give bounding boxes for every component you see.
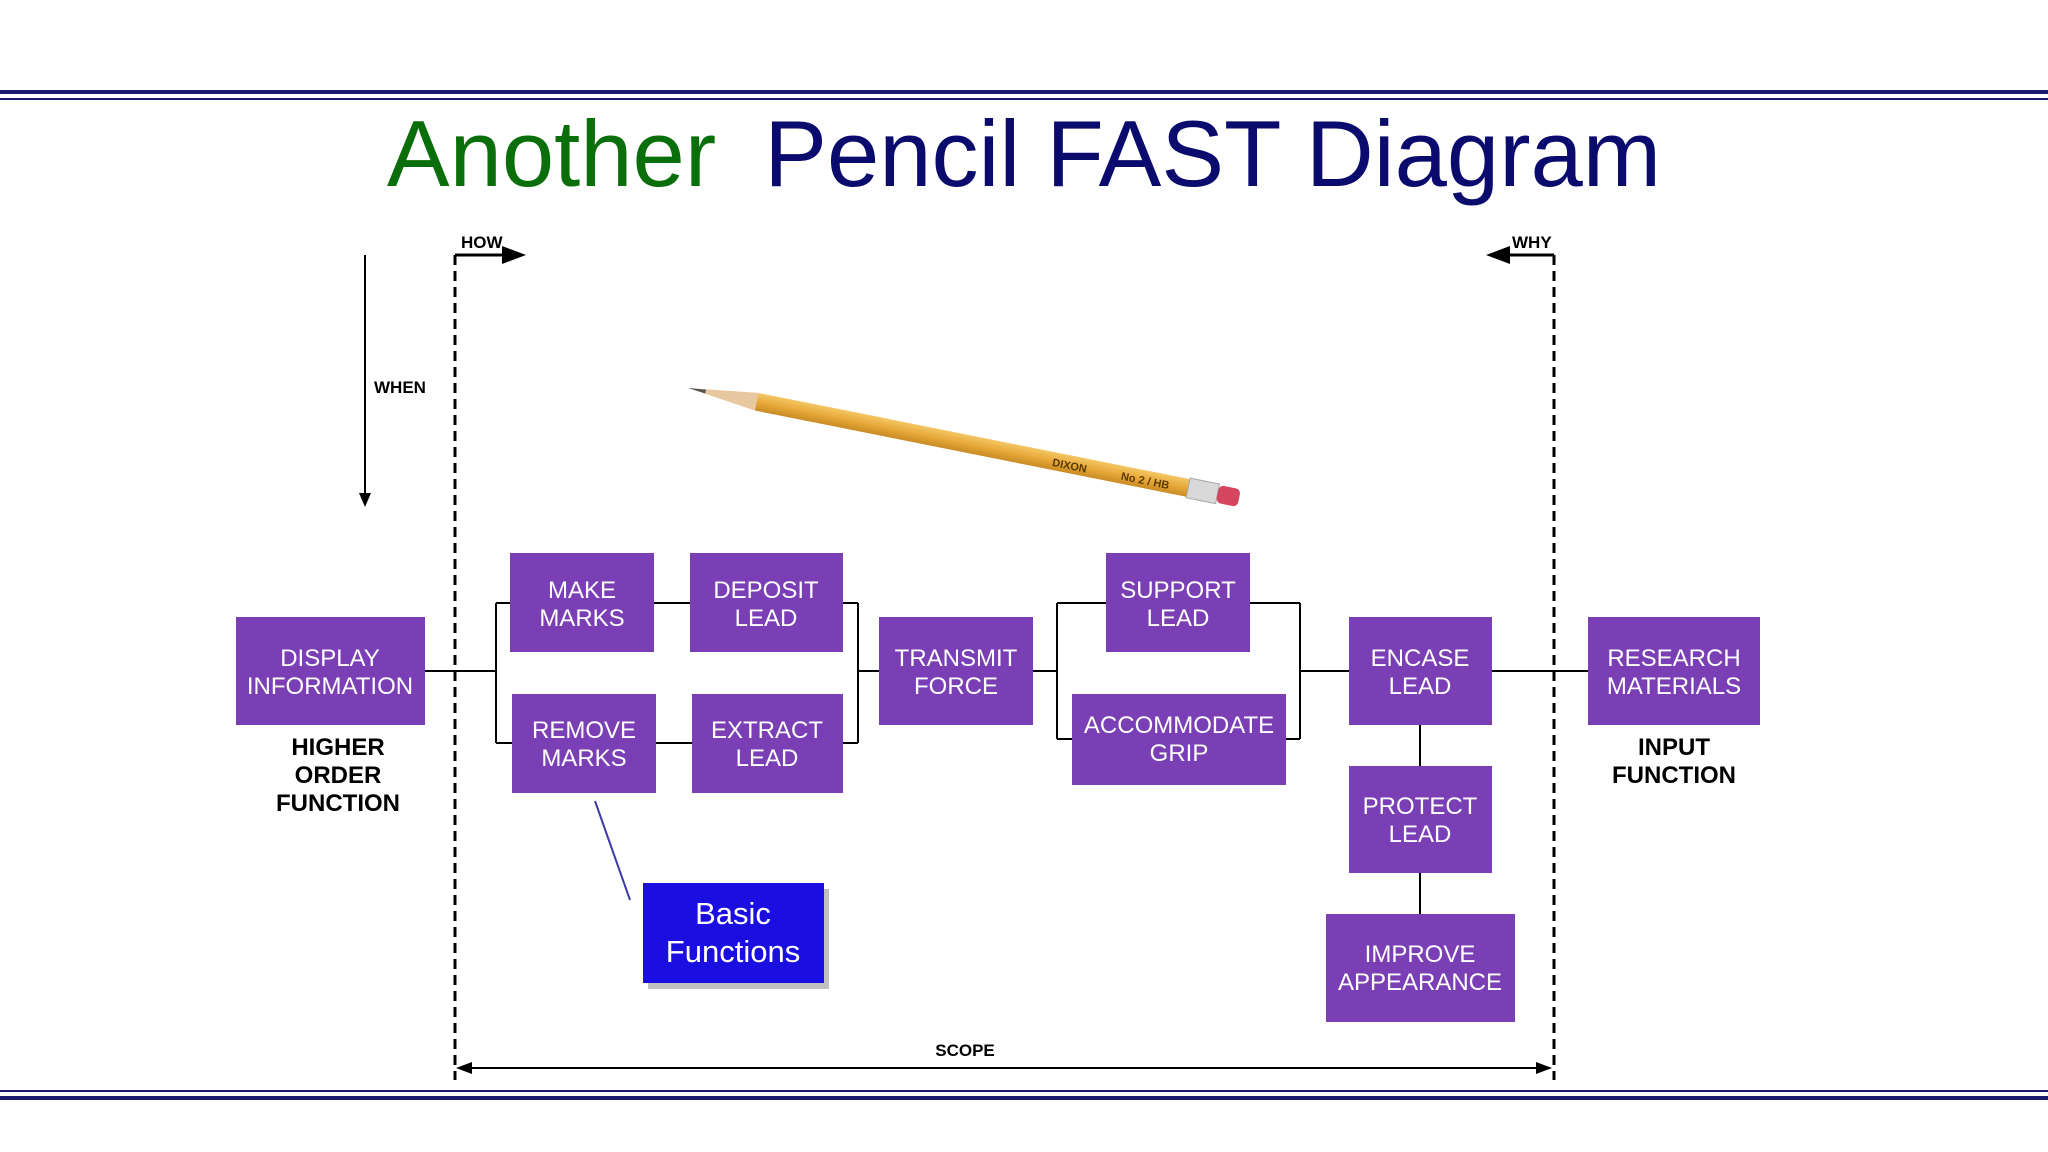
bottom-rule — [0, 1090, 2048, 1100]
top-rule — [0, 90, 2048, 100]
why-arrow — [1486, 246, 1554, 264]
box-extract-lead: EXTRACT LEAD — [692, 694, 843, 793]
box-deposit-lead: DEPOSIT LEAD — [690, 553, 843, 652]
svg-text:LEAD: LEAD — [1389, 673, 1452, 700]
svg-text:ORDER: ORDER — [295, 762, 382, 789]
pencil-eraser — [1216, 485, 1240, 507]
svg-text:ENCASE: ENCASE — [1371, 645, 1470, 672]
pencil-ferrule — [1185, 477, 1221, 505]
pencil-illustration: DIXON No 2 / HB — [688, 388, 1240, 507]
when-arrow — [359, 255, 371, 507]
title-part-2: Pencil FAST Diagram — [764, 101, 1661, 206]
svg-text:FORCE: FORCE — [914, 673, 998, 700]
title-part-1: Another — [387, 101, 716, 206]
svg-text:MAKE: MAKE — [548, 577, 616, 604]
scope-arrow — [456, 1062, 1552, 1074]
svg-text:MARKS: MARKS — [539, 605, 624, 632]
svg-text:INPUT: INPUT — [1638, 734, 1710, 761]
box-accommodate-grip: ACCOMMODATE GRIP — [1072, 694, 1286, 785]
input-function-label: INPUT FUNCTION — [1612, 734, 1736, 789]
callout-leader-line — [594, 800, 631, 901]
svg-text:RESEARCH: RESEARCH — [1607, 645, 1740, 672]
box-make-marks: MAKE MARKS — [510, 553, 654, 652]
svg-text:LEAD: LEAD — [1389, 821, 1452, 848]
svg-text:IMPROVE: IMPROVE — [1365, 941, 1476, 968]
svg-text:FUNCTION: FUNCTION — [276, 790, 400, 817]
box-support-lead: SUPPORT LEAD — [1106, 553, 1250, 652]
pencil-tip — [688, 388, 759, 411]
svg-text:DISPLAY: DISPLAY — [280, 645, 380, 672]
svg-text:LEAD: LEAD — [1147, 605, 1210, 632]
box-remove-marks: REMOVE MARKS — [512, 694, 656, 793]
when-label: WHEN — [374, 378, 426, 397]
svg-text:PROTECT: PROTECT — [1363, 793, 1478, 820]
svg-text:Basic: Basic — [695, 896, 771, 931]
box-encase-lead: ENCASE LEAD — [1349, 617, 1492, 725]
page-title: Another Pencil FAST Diagram — [387, 101, 1661, 206]
svg-text:INFORMATION: INFORMATION — [247, 673, 413, 700]
svg-text:FUNCTION: FUNCTION — [1612, 762, 1736, 789]
svg-text:LEAD: LEAD — [735, 605, 798, 632]
box-protect-lead: PROTECT LEAD — [1349, 766, 1492, 873]
svg-text:MATERIALS: MATERIALS — [1607, 673, 1741, 700]
basic-functions-callout: Basic Functions — [643, 883, 829, 989]
svg-text:REMOVE: REMOVE — [532, 717, 636, 744]
how-label: HOW — [461, 233, 504, 252]
how-arrow — [455, 246, 526, 264]
svg-text:APPEARANCE: APPEARANCE — [1338, 969, 1502, 996]
box-transmit-force: TRANSMIT FORCE — [879, 617, 1033, 725]
svg-text:DEPOSIT: DEPOSIT — [713, 577, 819, 604]
svg-text:ACCOMMODATE: ACCOMMODATE — [1084, 712, 1274, 739]
connector-lines — [425, 602, 1588, 914]
box-research-materials: RESEARCH MATERIALS — [1588, 617, 1760, 725]
pencil-body — [754, 392, 1190, 497]
svg-text:MARKS: MARKS — [541, 745, 626, 772]
svg-text:TRANSMIT: TRANSMIT — [895, 645, 1018, 672]
svg-text:HIGHER: HIGHER — [291, 734, 384, 761]
svg-text:EXTRACT: EXTRACT — [711, 717, 823, 744]
svg-text:SUPPORT: SUPPORT — [1120, 577, 1236, 604]
scope-label: SCOPE — [935, 1041, 995, 1060]
box-improve-appearance: IMPROVE APPEARANCE — [1326, 914, 1515, 1022]
why-label: WHY — [1512, 233, 1552, 252]
box-display-information: DISPLAY INFORMATION — [236, 617, 425, 725]
svg-text:Functions: Functions — [666, 934, 800, 969]
svg-text:GRIP: GRIP — [1150, 740, 1209, 767]
svg-text:LEAD: LEAD — [736, 745, 799, 772]
higher-order-function-label: HIGHER ORDER FUNCTION — [276, 734, 400, 817]
pencil-lead — [688, 388, 707, 394]
